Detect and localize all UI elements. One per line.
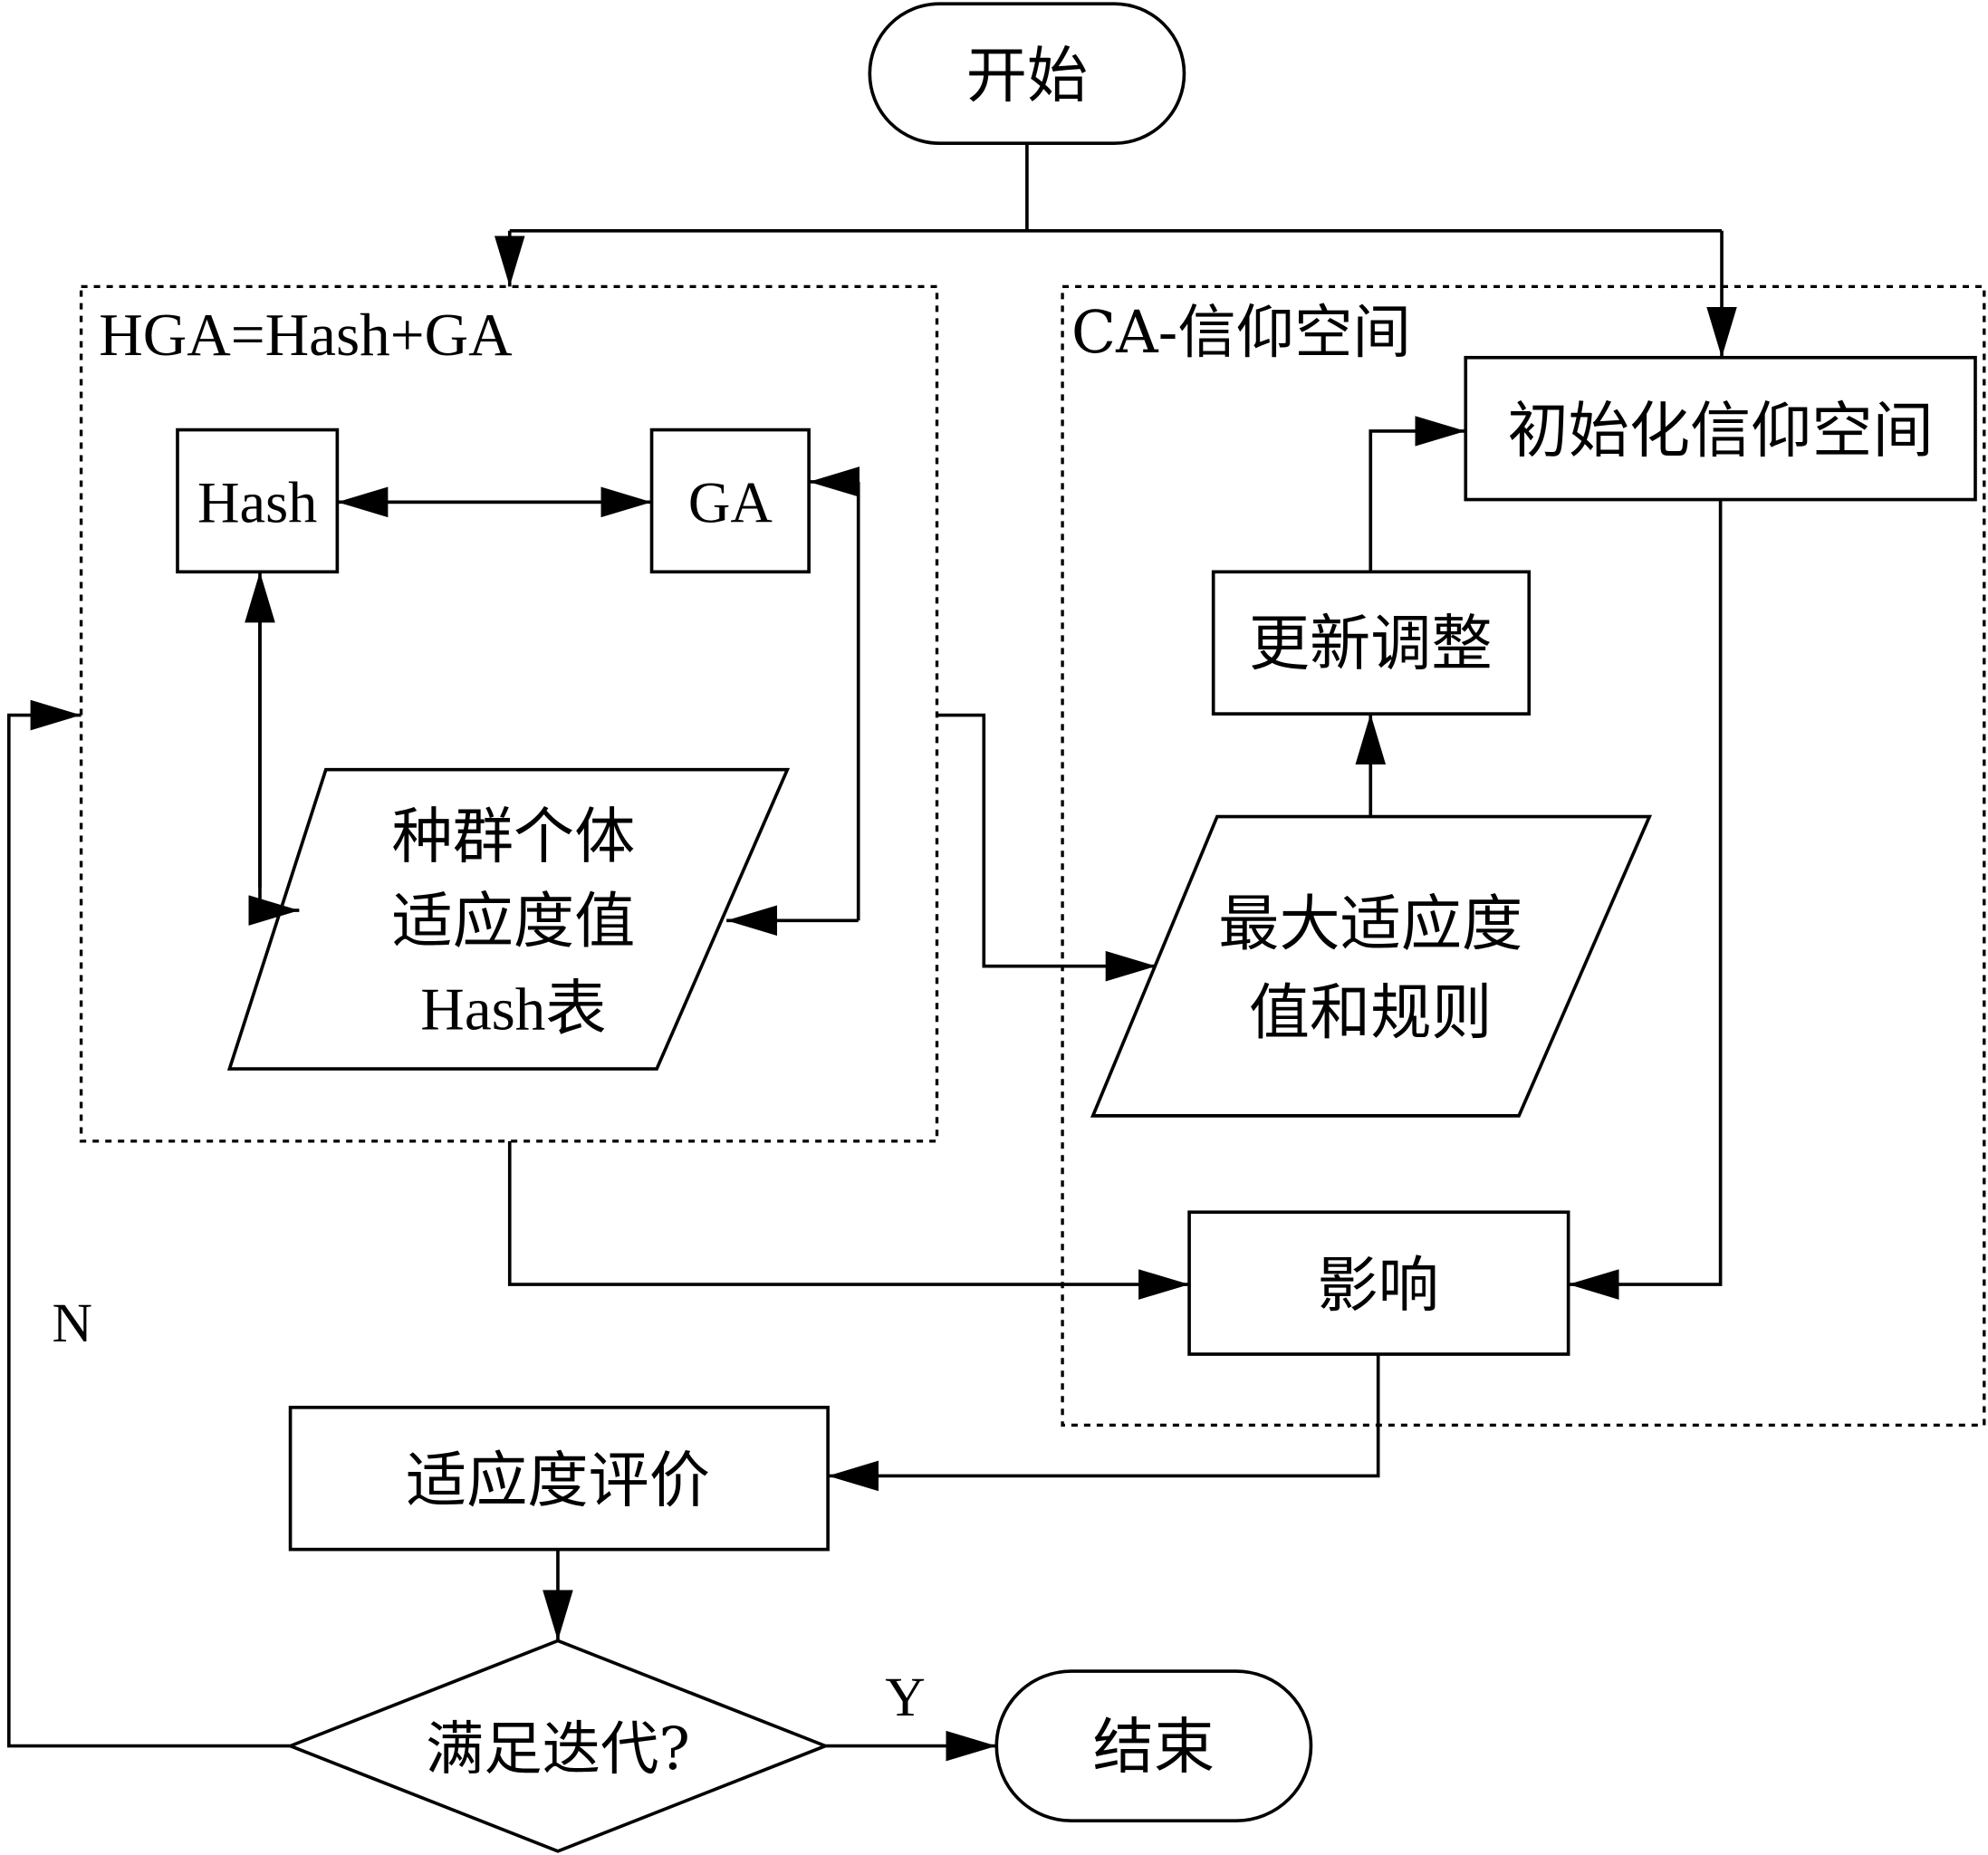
max-fitness-line1: 最大适应度 xyxy=(1218,889,1522,959)
fitness-eval-node: 适应度评价 xyxy=(288,1406,830,1552)
influence-node: 影响 xyxy=(1187,1210,1570,1356)
hash-table-line1: 种群个体 xyxy=(392,801,636,871)
start-label: 开始 xyxy=(966,40,1088,111)
update-adjust-node: 更新调整 xyxy=(1211,570,1532,716)
hga-to-influence-arrow xyxy=(507,1140,1190,1300)
iteration-decision-label: 满足迭代? xyxy=(426,1716,690,1783)
hga-group-label: HGA=Hash+GA xyxy=(99,301,513,369)
no-label: N xyxy=(53,1293,92,1354)
ca-group: CA-信仰空间 xyxy=(1061,284,1986,1427)
yes-label: Y xyxy=(885,1667,925,1728)
hash-label: Hash xyxy=(197,471,317,535)
end-label: 结束 xyxy=(1093,1711,1215,1782)
max-fitness-node: 最大适应度 值和规则 xyxy=(1090,814,1653,1118)
init-belief-label: 初始化信仰空间 xyxy=(1507,395,1933,466)
hash-table-node: 种群个体 适应度值 Hash表 xyxy=(226,767,791,1071)
init-to-influence-arrow xyxy=(1568,499,1723,1300)
iteration-decision-node: 满足迭代? xyxy=(285,1639,831,1853)
hash-table-arrow xyxy=(245,572,300,926)
ga-node: GA xyxy=(649,428,811,574)
init-belief-node: 初始化信仰空间 xyxy=(1464,355,1977,502)
ga-table-arrow xyxy=(726,466,860,937)
end-node: 结束 xyxy=(994,1669,1313,1823)
start-split-connector xyxy=(494,143,1737,358)
ga-label: GA xyxy=(688,471,773,535)
fitness-eval-label: 适应度评价 xyxy=(406,1445,710,1515)
max-fitness-line2: 值和规则 xyxy=(1249,977,1493,1048)
update-to-init-arrow xyxy=(1369,416,1466,572)
hga-to-max-fitness-arrow xyxy=(936,713,1157,982)
update-adjust-label: 更新调整 xyxy=(1249,609,1493,679)
influence-label: 影响 xyxy=(1317,1250,1438,1321)
influence-to-eval-arrow xyxy=(828,1354,1380,1492)
hash-table-line3: Hash表 xyxy=(420,976,606,1043)
start-node: 开始 xyxy=(868,2,1186,146)
hash-table-line2: 适应度值 xyxy=(392,886,636,956)
hash-node: Hash xyxy=(176,428,340,574)
yes-arrow: Y xyxy=(825,1667,997,1762)
no-arrow: N xyxy=(6,699,291,1748)
ca-group-label: CA-信仰空间 xyxy=(1071,299,1411,367)
hga-group: HGA=Hash+GA xyxy=(79,284,939,1143)
